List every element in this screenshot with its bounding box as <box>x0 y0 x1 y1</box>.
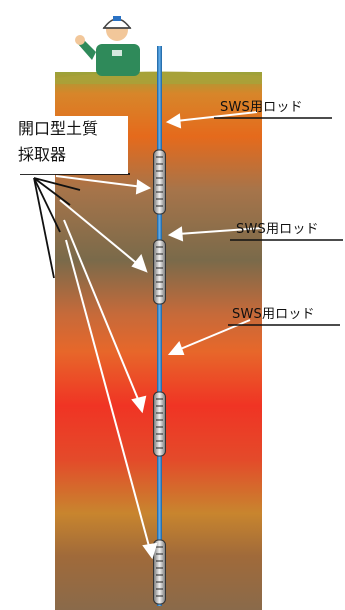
sws-rod <box>157 46 162 606</box>
sampler-arrows <box>55 175 158 560</box>
rod-label: SWS用ロッド <box>236 222 319 237</box>
soil-sampler <box>153 391 166 457</box>
soil-sampler <box>153 149 166 215</box>
sampler-label-line1: 開口型土質 <box>18 119 99 138</box>
label-underlines <box>214 117 343 326</box>
rod-label: SWS用ロッド <box>220 100 303 115</box>
soil-sampler <box>153 539 166 605</box>
sampler-label-line2: 採取器 <box>18 145 67 164</box>
soil-sampler <box>153 239 166 305</box>
rod-label: SWS用ロッド <box>232 307 315 322</box>
worker-figure-icon <box>75 16 140 76</box>
sampler-pointer-lines <box>20 173 130 279</box>
sampler-label: 開口型土質 採取器 <box>8 116 128 174</box>
